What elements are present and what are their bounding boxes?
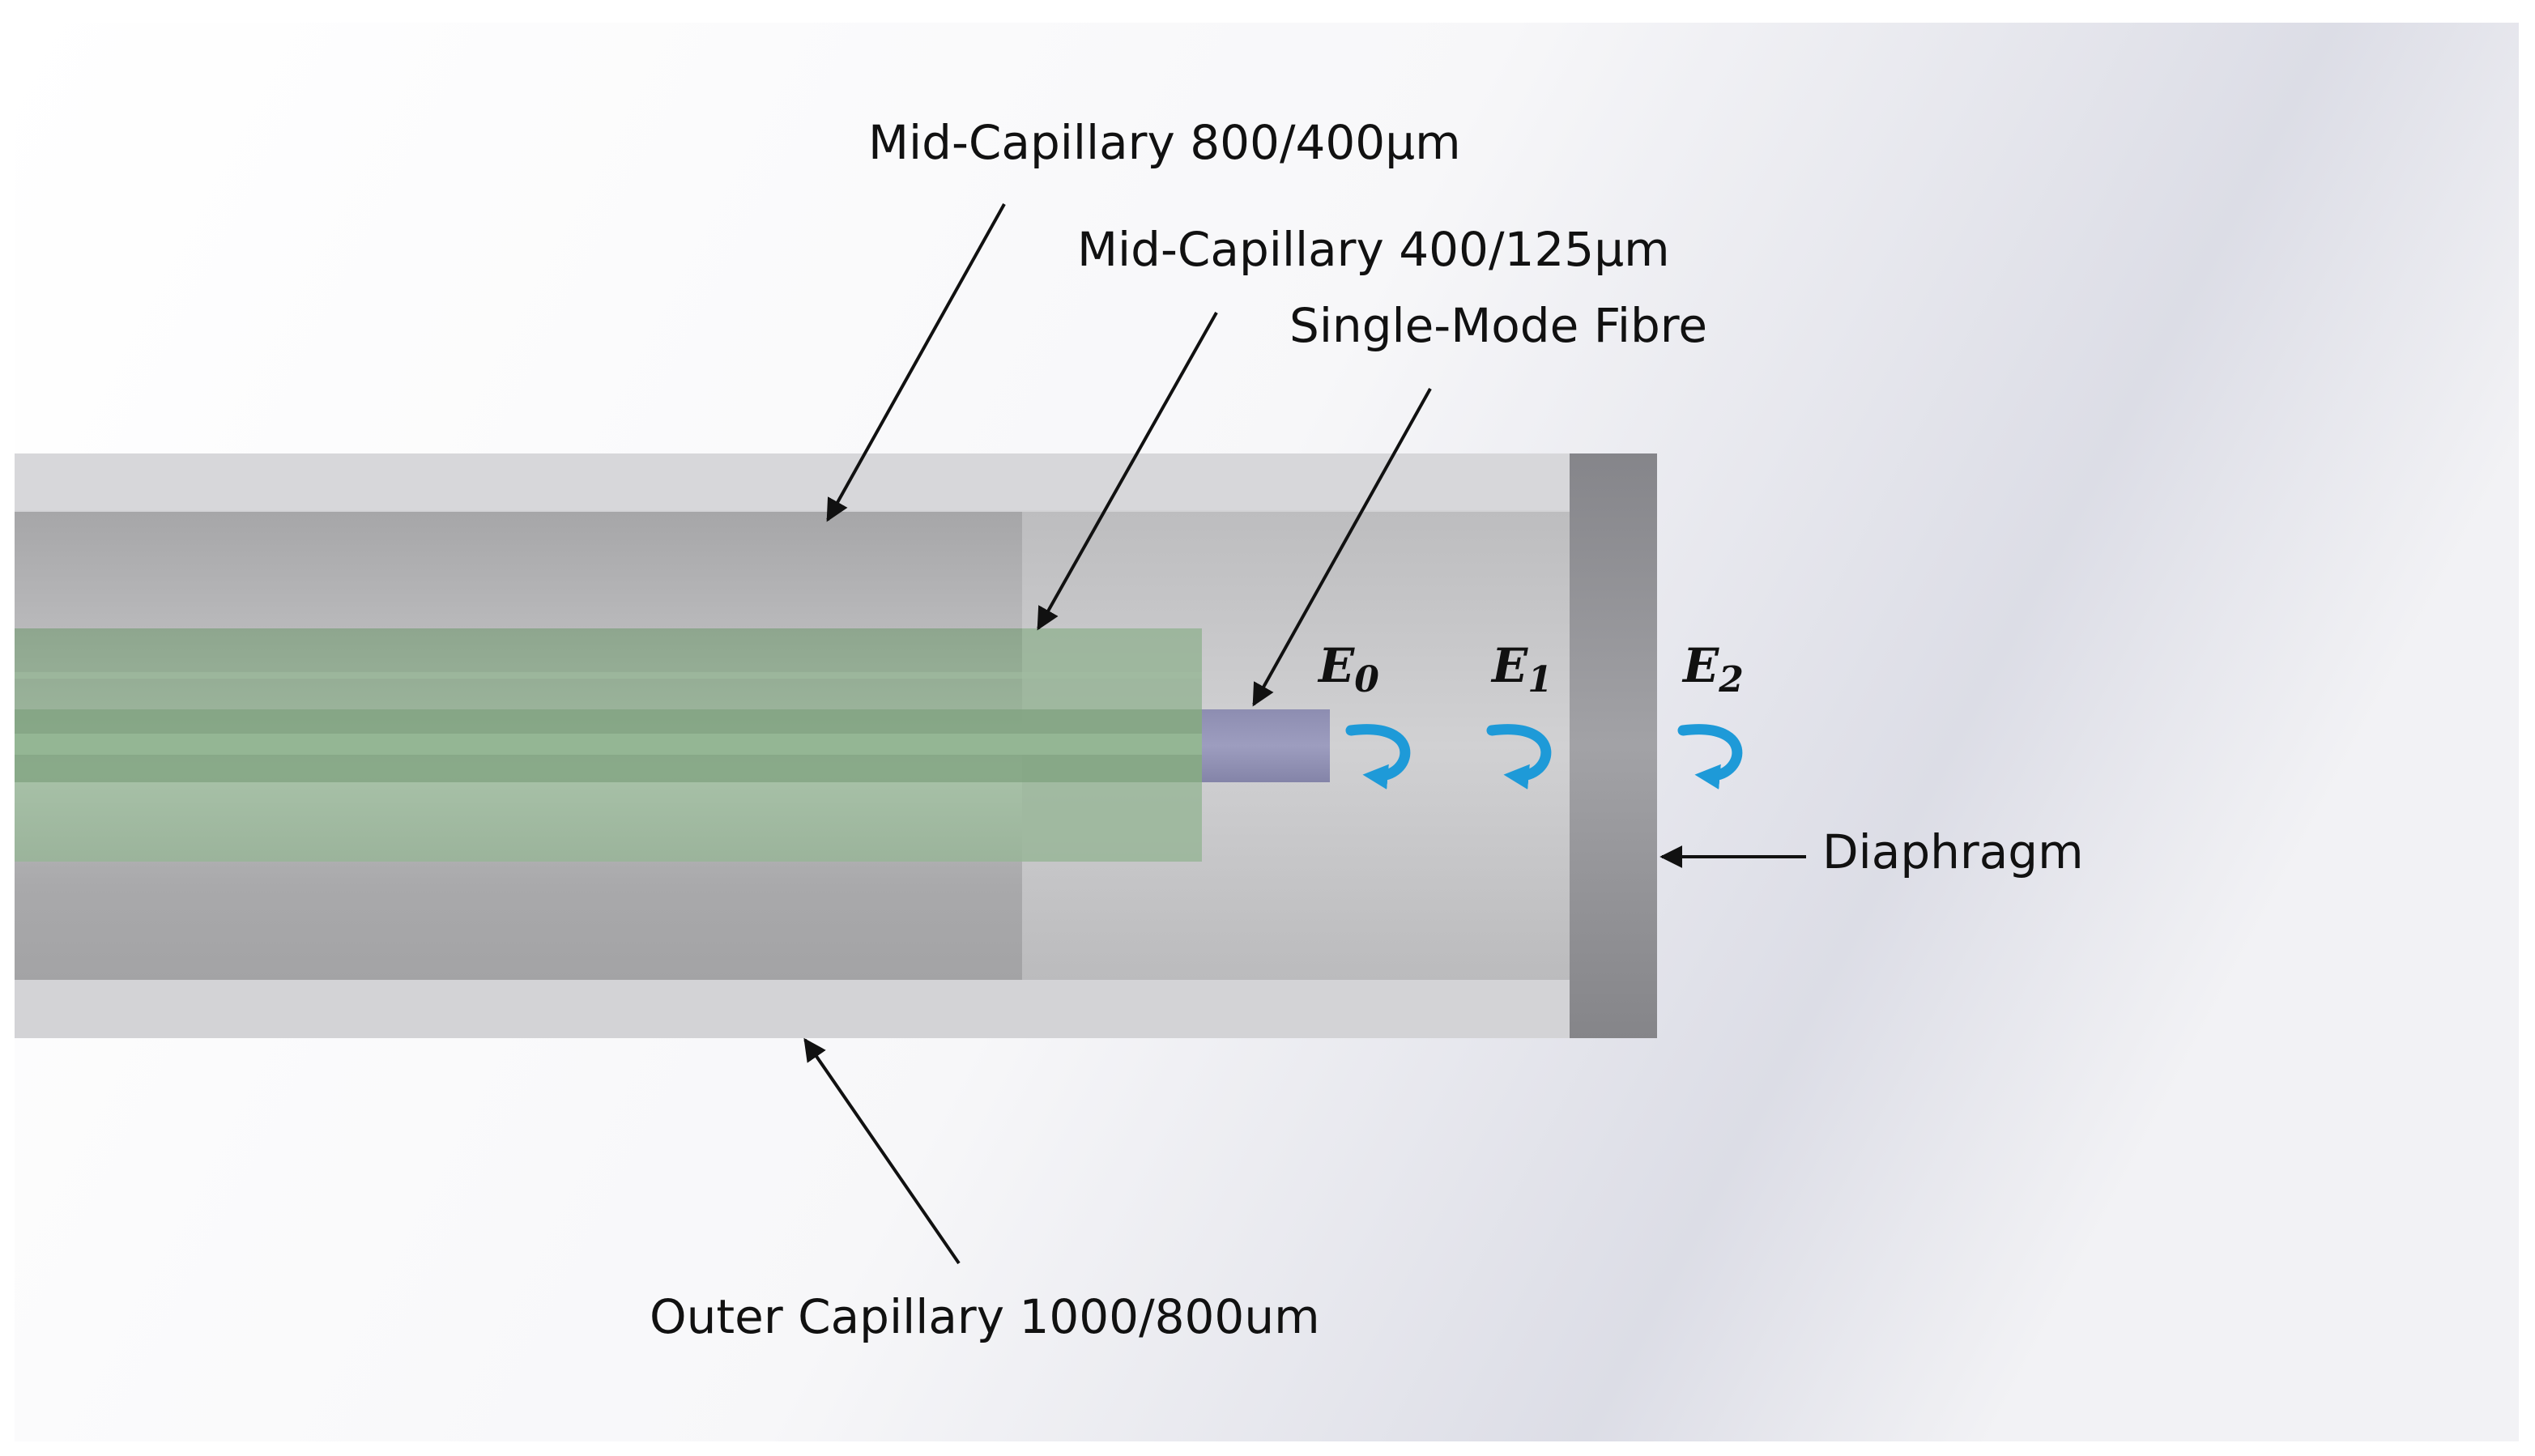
diaphragm [1570, 453, 1657, 1038]
field-label-e0: E0 [1317, 638, 1379, 700]
label-diaphragm: Diaphragm [1822, 824, 2084, 879]
field-label-e2: E2 [1681, 638, 1744, 700]
callout-outer-capillary [803, 1037, 961, 1265]
label-single-mode-fibre: Single-Mode Fibre [1289, 298, 1707, 353]
callout-single-mode-fibre [1252, 388, 1432, 707]
label-outer-capillary: Outer Capillary 1000/800um [650, 1289, 1320, 1344]
outer-capillary-top-edge [15, 453, 1570, 510]
single-mode-fibre [1202, 709, 1330, 782]
label-mid-capillary-800: Mid-Capillary 800/400μm [868, 115, 1461, 170]
reflection-arrow-icon [1486, 724, 1552, 790]
field-label-e1: E1 [1490, 638, 1553, 700]
green-stripe [15, 672, 1202, 679]
reflection-arrow-icon [1677, 724, 1743, 790]
reflection-arrow-icon [1345, 724, 1411, 790]
callout-mid-capillary-800 [826, 203, 1006, 522]
fibre-core-highlight [15, 734, 1202, 755]
label-mid-capillary-400: Mid-Capillary 400/125μm [1077, 222, 1670, 277]
callout-mid-capillary-400 [1037, 312, 1218, 631]
